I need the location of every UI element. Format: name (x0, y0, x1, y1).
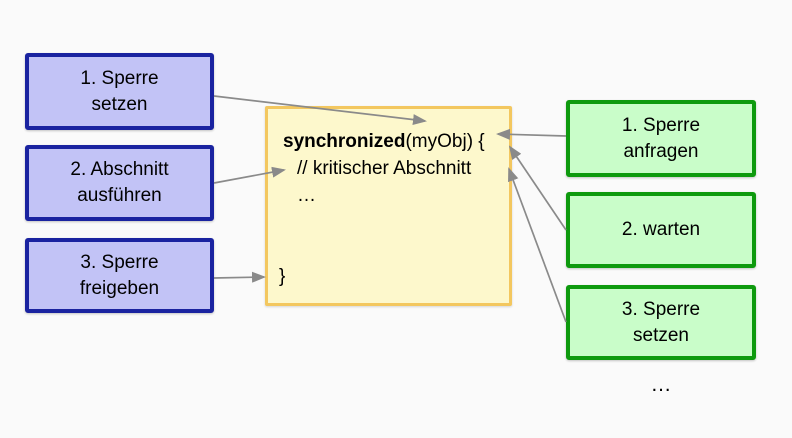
left-box-1-line1: 1. Sperre (80, 67, 159, 89)
right-box-1-line1: 1. Sperre (621, 114, 701, 136)
right-box-1-sperre-anfragen: 1. Sperre anfragen (566, 100, 756, 177)
code-line-closing-brace: } (279, 266, 286, 287)
code-box: synchronized(myObj) { // kritischer Absc… (265, 106, 512, 306)
left-box-3-sperre-freigeben: 3. Sperre freigeben (25, 238, 214, 313)
right-box-1-label: 1. Sperre anfragen (622, 113, 700, 165)
code-line-comment: // kritischer Abschnitt (297, 158, 472, 179)
right-box-3-sperre-setzen: 3. Sperre setzen (566, 285, 756, 360)
arrow-set-to-opening-brace (508, 167, 567, 323)
arrow-release-to-brace (213, 271, 266, 283)
left-box-3-label: 3. Sperre freigeben (80, 250, 159, 302)
left-box-3-line1: 3. Sperre (80, 251, 159, 273)
right-box-2-line1: 2. warten (621, 219, 701, 240)
continuation-ellipsis: … (650, 373, 672, 396)
code-line-synchronized: synchronized(myObj) { (268, 128, 509, 155)
left-box-3-line2: freigeben (79, 277, 160, 299)
right-box-2-warten: 2. warten (566, 192, 756, 268)
right-box-3-line2: setzen (633, 324, 689, 346)
code-line-ellipsis: … (297, 185, 316, 206)
right-box-2-label: 2. warten (622, 217, 700, 243)
left-box-1-sperre-setzen: 1. Sperre setzen (25, 53, 214, 130)
left-box-2-line2: ausführen (77, 185, 162, 206)
left-box-2-abschnitt-ausfuehren: 2. Abschnitt ausführen (25, 145, 214, 221)
left-box-2-line1: 2. Abschnitt (70, 159, 169, 180)
code-signature: (myObj) { (405, 131, 485, 152)
right-box-3-line1: 3. Sperre (621, 298, 701, 320)
code-keyword: synchronized (283, 131, 406, 152)
right-box-3-label: 3. Sperre setzen (622, 297, 700, 349)
code-blank-lines (268, 209, 509, 263)
arrow-wait-to-opening-brace (508, 145, 567, 231)
left-box-1-line2: setzen (91, 93, 148, 115)
right-box-1-line2: anfragen (623, 140, 699, 162)
left-box-1-label: 1. Sperre setzen (80, 66, 158, 118)
left-box-2-label: 2. Abschnitt ausführen (70, 157, 168, 209)
